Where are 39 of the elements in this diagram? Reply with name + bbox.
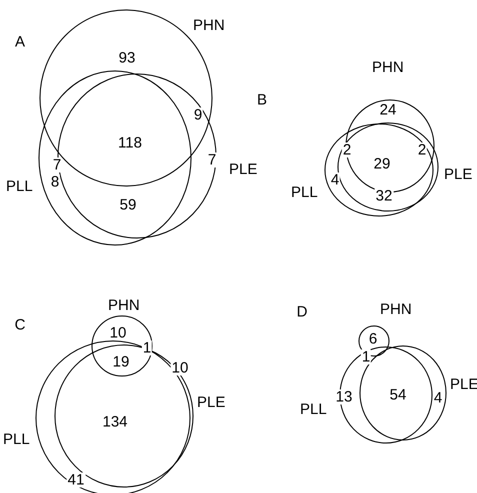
count-label: 2 (416, 142, 428, 158)
count-label: 4 (330, 172, 340, 188)
count-label: 13 (334, 390, 354, 404)
count-label: 2 (342, 142, 352, 158)
count-label: 10 (108, 326, 128, 340)
set-label: PHN (372, 60, 404, 76)
set-label: PHN (108, 298, 140, 314)
count-label: 29 (372, 156, 392, 172)
count-label: 54 (388, 388, 408, 402)
count-label: 93 (118, 50, 136, 66)
count-label: 4 (432, 390, 444, 406)
count-label: 118 (117, 136, 143, 150)
count-label: 7 (52, 158, 62, 172)
set-label: PLL (3, 432, 30, 448)
count-label: 9 (192, 108, 204, 122)
count-label: 134 (101, 414, 129, 430)
panel-letter: C (14, 318, 26, 332)
count-label: 10 (170, 360, 190, 376)
count-label: 1 (142, 340, 152, 356)
count-label: 1 (360, 350, 372, 364)
set-label: PLE (197, 395, 226, 411)
set-label: PLE (444, 167, 472, 183)
set-label: PHN (193, 18, 225, 34)
set-label: PHN (380, 302, 412, 318)
count-label: 32 (374, 188, 394, 204)
set-label: PLL (291, 185, 318, 201)
count-label: 8 (50, 174, 60, 190)
count-label: 6 (368, 332, 378, 346)
count-label: 41 (66, 472, 86, 488)
panel-letter: A (14, 34, 26, 50)
count-label: 7 (206, 152, 218, 168)
set-label: PLL (6, 179, 33, 195)
count-label: 59 (118, 198, 138, 212)
set-label: PLE (229, 162, 258, 178)
count-label: 19 (112, 354, 130, 370)
count-label: 24 (378, 102, 398, 118)
set-label: PLL (300, 402, 327, 418)
panel-letter: D (296, 304, 308, 320)
panel-letter: B (256, 92, 268, 108)
